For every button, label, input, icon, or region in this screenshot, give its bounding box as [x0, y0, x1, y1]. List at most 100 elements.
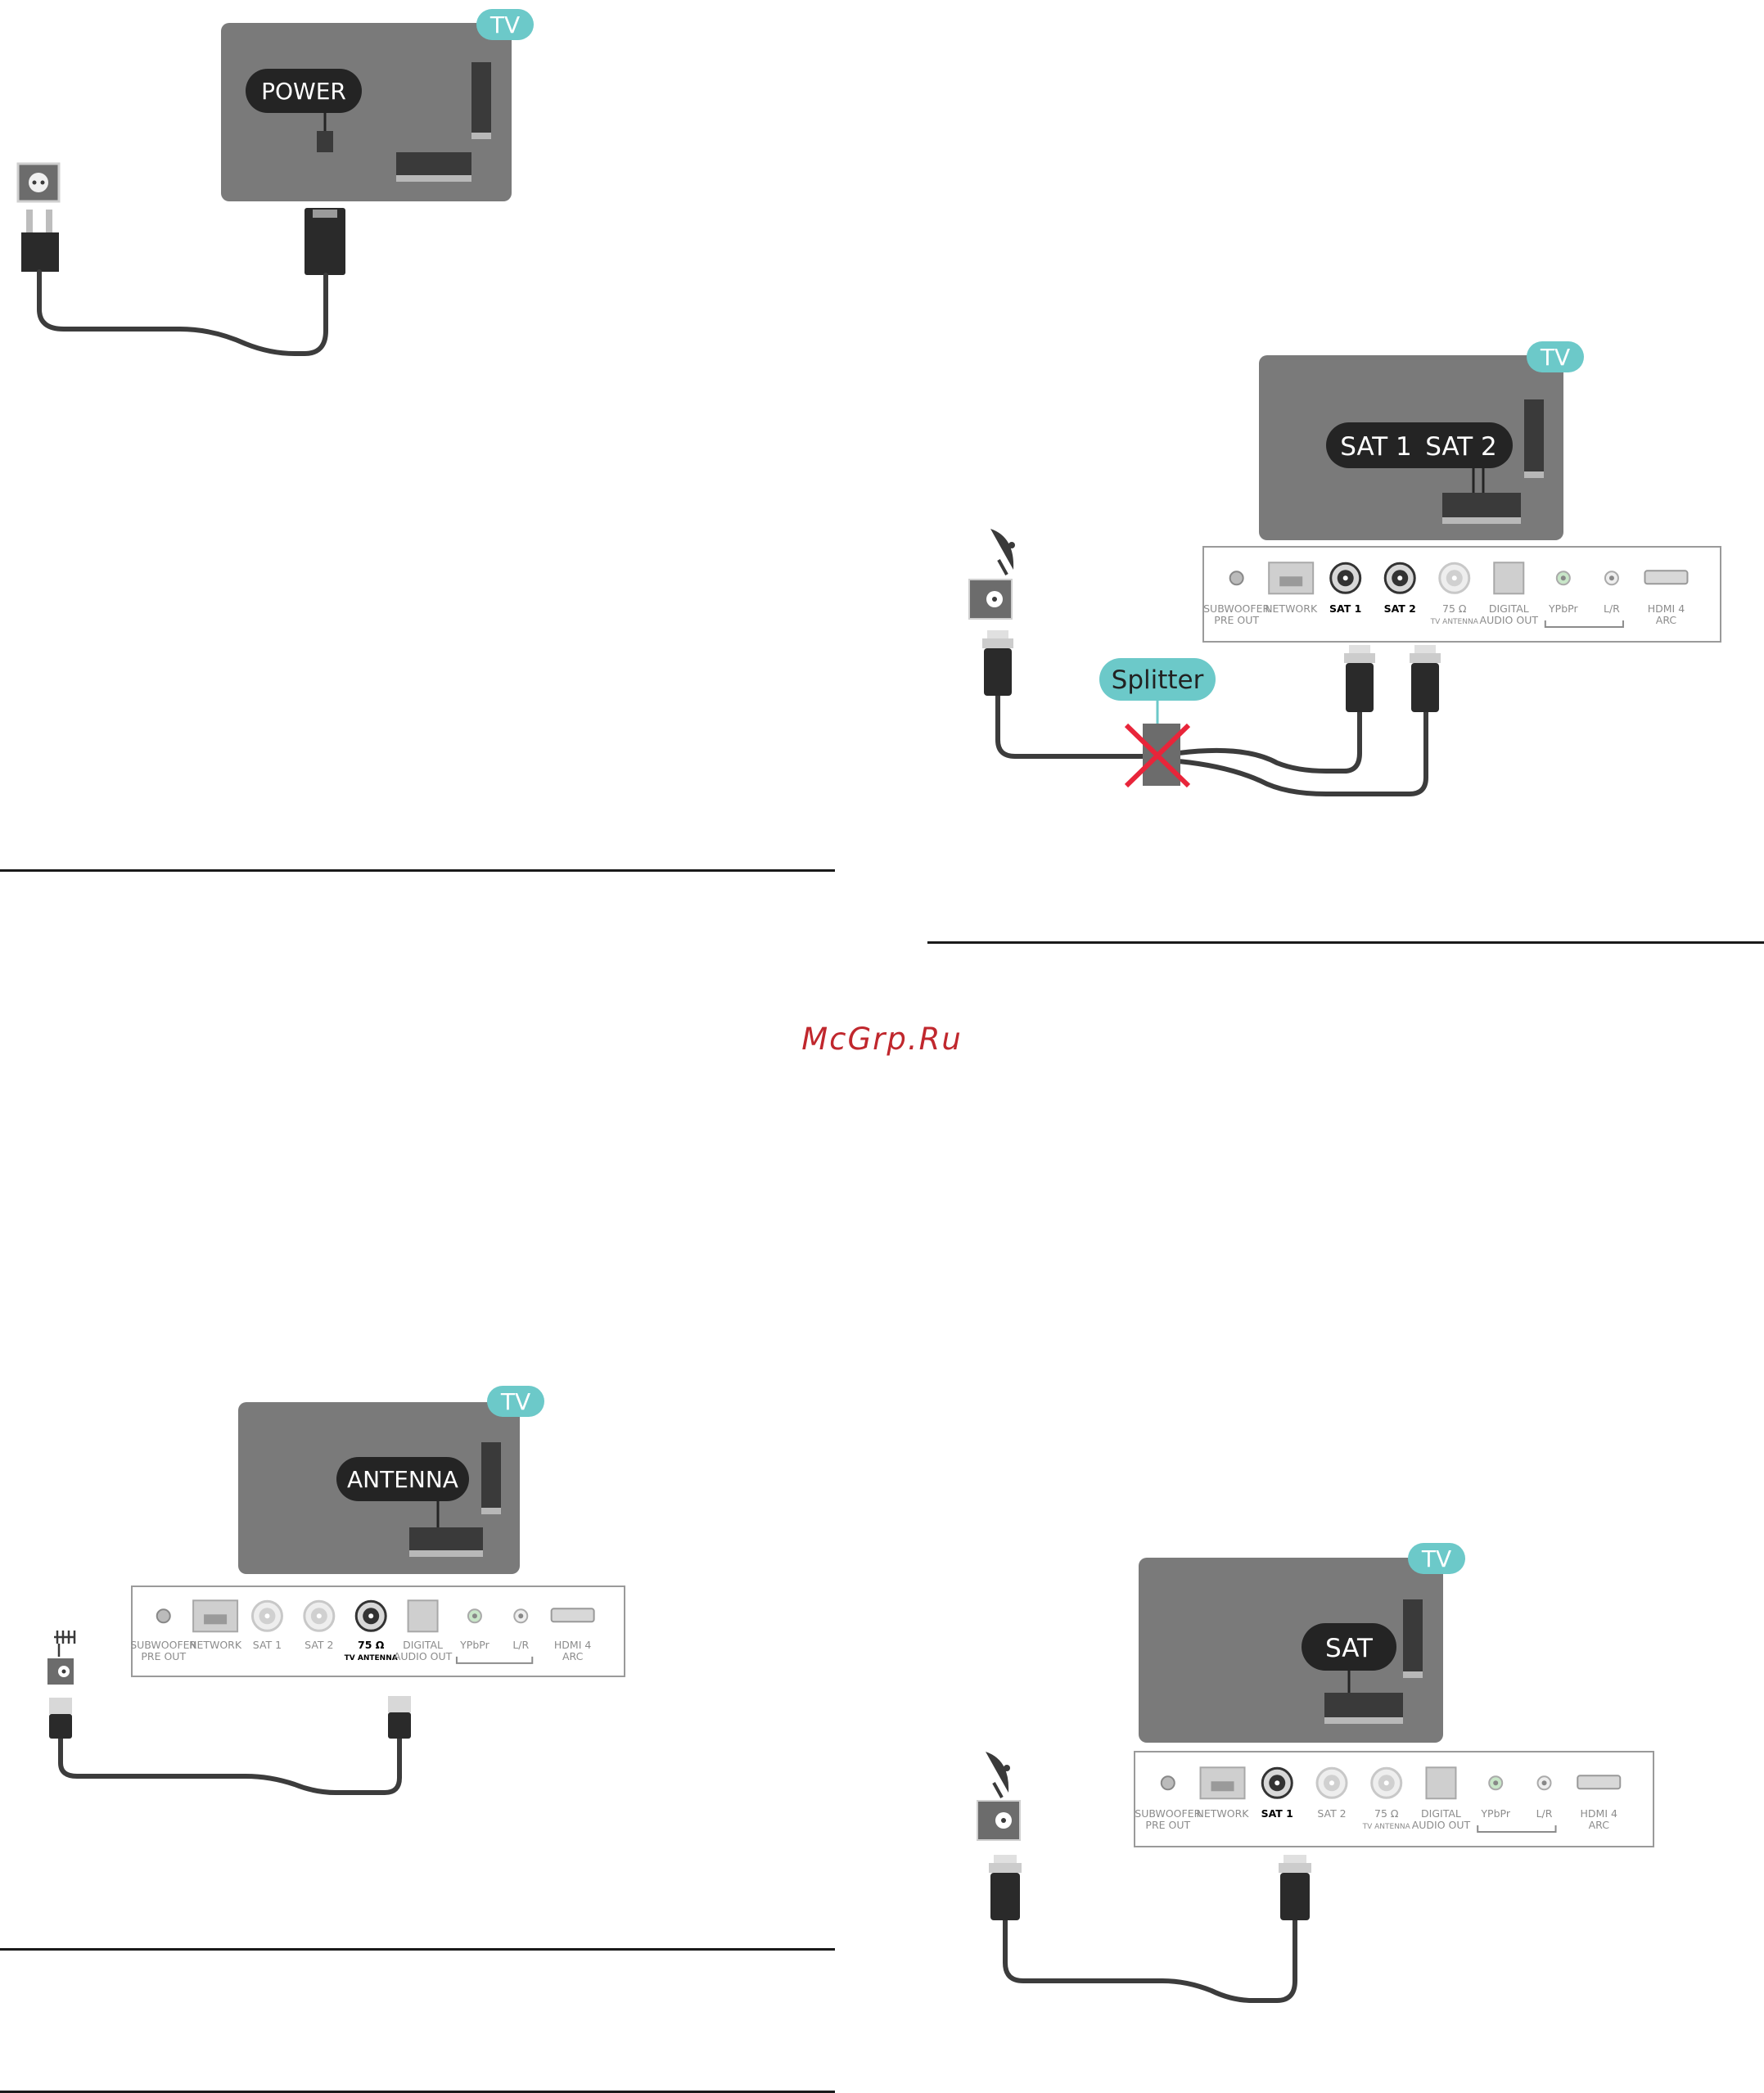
port-sublabel: AUDIO OUT — [394, 1650, 453, 1662]
cable-sat2 — [1178, 712, 1428, 796]
port-network: NETWORK — [1265, 562, 1318, 615]
sat-label-pill — [1302, 1623, 1396, 1671]
port-network: NETWORK — [1197, 1766, 1250, 1820]
port-sublabel: TV ANTENNA — [1430, 618, 1479, 626]
tv-bottom-bar — [396, 152, 471, 177]
satellite-dish-icon — [990, 529, 1015, 575]
port-ypbpr: YPbPr — [459, 1608, 490, 1651]
port-ypbpr: YPbPr — [1548, 571, 1578, 615]
port-network: NETWORK — [189, 1599, 242, 1651]
port-sat-1: SAT 1 — [1329, 562, 1361, 615]
port-l-r: L/R — [512, 1608, 530, 1651]
satellite-dish-icon — [986, 1752, 1010, 1798]
wall-plug-icon — [21, 232, 59, 272]
watermark: McGrp.Ru — [801, 1022, 963, 1057]
port-sublabel: ARC — [562, 1650, 584, 1662]
port-sat-1: SAT 1 — [1261, 1766, 1293, 1820]
port-label: NETWORK — [189, 1639, 242, 1651]
port-sublabel: AUDIO OUT — [1412, 1819, 1471, 1831]
port-label: L/R — [512, 1639, 529, 1651]
port-label: L/R — [1536, 1807, 1553, 1820]
coax-plug-wall — [49, 1698, 72, 1739]
coax-plug-sat1 — [1279, 1855, 1311, 1920]
sat2-label: SAT 2 — [1425, 432, 1497, 462]
sat-cable — [1003, 1920, 1297, 2003]
port-l-r: L/R — [1536, 1775, 1553, 1820]
splitter-label: Splitter — [1112, 665, 1204, 695]
port-sublabel: ARC — [1656, 614, 1677, 626]
splitter-label-pill — [1099, 658, 1216, 701]
antenna-icon — [54, 1631, 76, 1657]
tv-side-bar — [1403, 1599, 1423, 1678]
sat-label: SAT — [1325, 1634, 1374, 1663]
port-label: SUBWOOFER — [1135, 1807, 1201, 1820]
port-label: SAT 1 — [1329, 602, 1361, 615]
port-label: 75 Ω — [1442, 602, 1467, 615]
sat1-label: SAT 1 — [1340, 432, 1412, 462]
tv-badge-text: TV — [1421, 1545, 1451, 1572]
tv-side-bar — [471, 62, 491, 139]
port-label: SUBWOOFER — [130, 1639, 196, 1651]
coax-plug-sat1 — [1344, 645, 1375, 712]
coax-plug-tv — [388, 1696, 411, 1739]
sat-labels-pill — [1326, 422, 1513, 468]
port-sat-2: SAT 2 — [303, 1599, 336, 1651]
port-sublabel: PRE OUT — [1214, 614, 1259, 626]
port-label: DIGITAL — [1489, 602, 1529, 615]
tv-badge-text: TV — [1540, 344, 1570, 371]
port-label: SAT 1 — [253, 1639, 282, 1651]
port-75-: 75 ΩTV ANTENNA — [345, 1599, 398, 1662]
tv-bottom-bar — [1324, 1693, 1403, 1719]
tv-badge: TV — [476, 9, 534, 40]
tv-side-bar — [481, 1442, 501, 1514]
port-sat-2: SAT 2 — [1315, 1766, 1348, 1820]
cable-wall — [995, 696, 1146, 759]
coax-plug-sat2 — [1410, 645, 1441, 712]
tv-plug-icon — [305, 208, 345, 275]
port-label: NETWORK — [1265, 602, 1318, 615]
port-l-r: L/R — [1604, 571, 1620, 615]
antenna-cable — [58, 1739, 402, 1795]
tv-bottom-bar — [409, 1527, 483, 1552]
section-divider — [0, 2091, 835, 2093]
power-label: POWER — [261, 78, 346, 105]
section-divider — [0, 869, 835, 872]
tv-bottom-bar — [1442, 493, 1521, 519]
port-label: 75 Ω — [1374, 1807, 1399, 1820]
port-ypbpr: YPbPr — [1480, 1775, 1511, 1820]
port-label: SAT 2 — [1317, 1807, 1346, 1820]
antenna-label-pill — [336, 1457, 469, 1501]
tv-badge-text: TV — [489, 11, 520, 38]
port-sublabel: AUDIO OUT — [1480, 614, 1539, 626]
tv-badge-text: TV — [500, 1388, 530, 1415]
section-divider — [0, 1948, 835, 1951]
port-sublabel: TV ANTENNA — [1362, 1823, 1411, 1831]
port-label: DIGITAL — [1421, 1807, 1461, 1820]
port-sublabel: PRE OUT — [1145, 1819, 1190, 1831]
tv-side-bar — [1524, 399, 1544, 478]
port-label: NETWORK — [1197, 1807, 1250, 1820]
power-socket — [317, 131, 333, 152]
power-cable — [37, 269, 328, 356]
port-sublabel: ARC — [1589, 1819, 1610, 1831]
port-label: SAT 1 — [1261, 1807, 1293, 1820]
port-label: SAT 2 — [305, 1639, 333, 1651]
port-label: SUBWOOFER — [1203, 602, 1270, 615]
port-label: L/R — [1604, 602, 1620, 615]
port-label: DIGITAL — [403, 1639, 443, 1651]
port-label: YPbPr — [1548, 602, 1578, 615]
port-75-: 75 Ω TV ANTENNA — [1430, 562, 1479, 626]
